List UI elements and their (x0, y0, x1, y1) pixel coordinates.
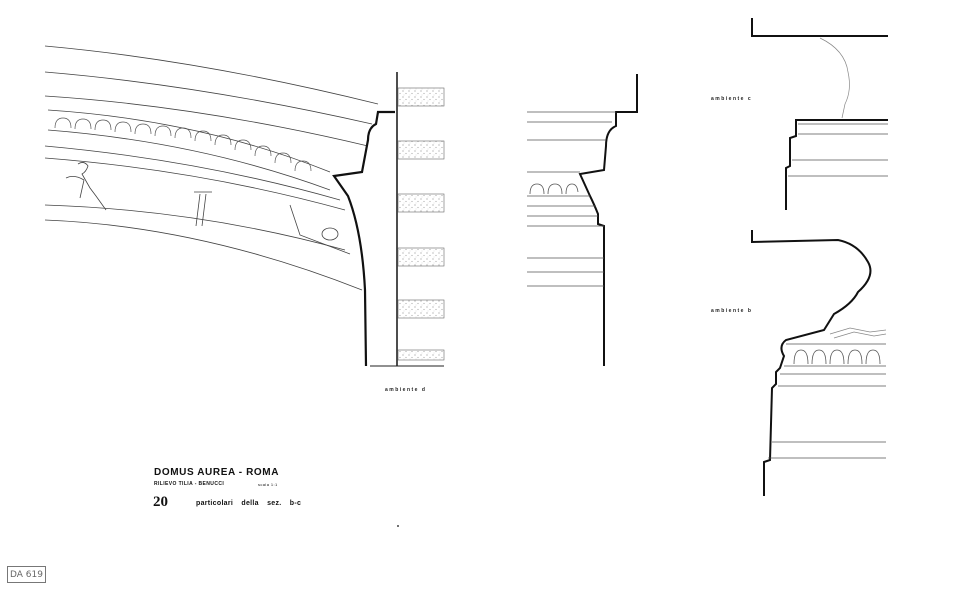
vault-line-2 (44, 71, 373, 125)
middle-profile (527, 74, 638, 366)
frieze-line (44, 157, 346, 211)
upper-right-profile (751, 18, 888, 210)
vault-top-edge (44, 45, 379, 105)
panel-end (289, 204, 351, 255)
dot-mark (397, 525, 399, 527)
wall-column (370, 72, 445, 367)
figure-sketch (65, 162, 107, 211)
drawing-title: DOMUS AUREA - ROMA (154, 467, 280, 478)
drawing-scale: scala 1:1 (258, 482, 278, 487)
cornice-profile-left (332, 110, 395, 367)
dentil-band-top (47, 109, 331, 173)
dentil-band-bottom (47, 129, 331, 191)
dentils-left (54, 117, 312, 172)
vault-line-3 (44, 95, 369, 147)
lower-right-profile (751, 230, 887, 496)
vault-bottom-edge (44, 219, 363, 291)
frieze-bottom (44, 204, 346, 251)
vault-section-left (44, 45, 379, 291)
drawing-credit: RILIEVO TILIA - BENUCCI (154, 481, 225, 487)
drawing-number: 20 (153, 494, 168, 510)
frieze-top (44, 145, 341, 201)
rosette (321, 227, 339, 241)
label-ambiente-lower-right: ambiente b (711, 308, 753, 314)
drawing-description: particolari della sez. b-c (196, 500, 302, 507)
small-post (194, 191, 212, 227)
archive-stamp: DA 619 (7, 566, 46, 583)
label-ambiente-center: ambiente d (385, 387, 427, 393)
label-ambiente-upper-right: ambiente c (711, 96, 753, 102)
